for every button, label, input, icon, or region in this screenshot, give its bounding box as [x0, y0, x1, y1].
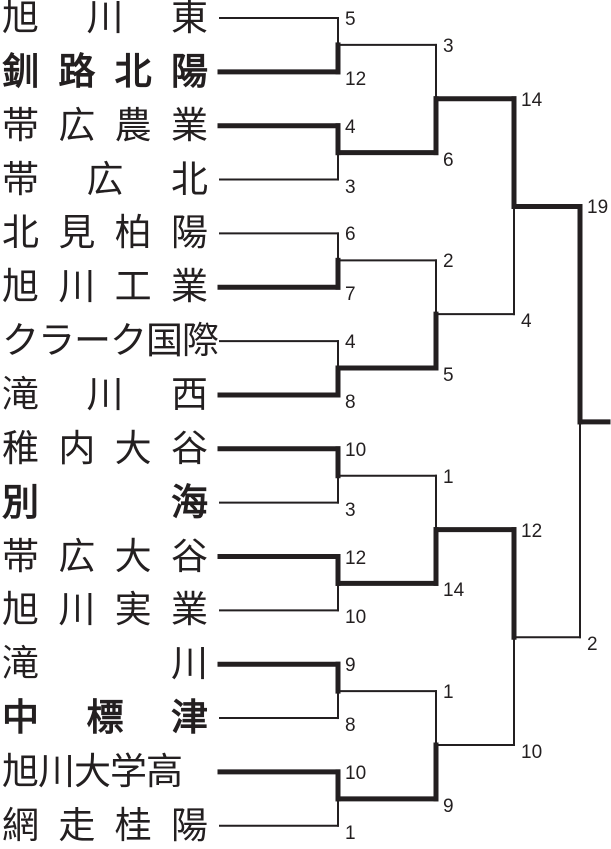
- score-bottom: 9: [443, 795, 454, 817]
- score-top: 10: [345, 439, 367, 461]
- score-bottom: 7: [345, 284, 356, 306]
- score-bottom: 4: [521, 311, 532, 333]
- score-bottom: 10: [521, 741, 543, 763]
- score-top: 19: [587, 197, 609, 219]
- score-top: 1: [443, 466, 454, 488]
- score-bottom: 14: [443, 580, 465, 602]
- team-name: 釧路北陽: [2, 49, 208, 93]
- score-top: 9: [345, 655, 356, 677]
- score-top: 5: [345, 9, 356, 30]
- team-name: クラーク国際: [2, 319, 219, 363]
- bracket-lines: [217, 17, 611, 827]
- score-bottom: 3: [345, 176, 356, 198]
- score-bottom: 12: [345, 68, 367, 90]
- score-bottom: 5: [443, 365, 454, 387]
- team-name: 旭川実業: [2, 588, 208, 632]
- score-bottom: 8: [345, 715, 356, 737]
- team-name: 滝川西: [2, 372, 208, 416]
- score-top: 4: [345, 116, 356, 138]
- team-name: 帯広北: [2, 157, 208, 201]
- score-top: 14: [521, 89, 543, 111]
- score-top: 12: [345, 547, 367, 569]
- score-bottom: 8: [345, 391, 356, 413]
- score-top: 1: [443, 682, 454, 704]
- score-bottom: 1: [345, 822, 356, 844]
- team-name: 旭川工業: [2, 265, 208, 309]
- team-name: 網走桂陽: [2, 803, 208, 847]
- score-bottom: 2: [587, 634, 598, 656]
- score-top: 4: [345, 332, 356, 354]
- team-name: 旭川大学高: [2, 749, 183, 793]
- score-top: 2: [443, 251, 454, 273]
- score-bottom: 10: [345, 607, 367, 629]
- score-bottom: 3: [345, 499, 356, 521]
- team-name: 帯広農業: [2, 103, 208, 147]
- team-name: 北見柏陽: [2, 211, 208, 255]
- score-top: 3: [443, 35, 454, 57]
- team-name: 滝川: [2, 642, 208, 686]
- score-bottom: 6: [443, 149, 454, 171]
- score-top: 10: [345, 762, 367, 784]
- team-name: 帯広大谷: [2, 534, 208, 578]
- team-name: 旭川東: [2, 0, 208, 39]
- team-name: 別海: [2, 480, 208, 524]
- team-name: 中標津: [2, 696, 208, 740]
- team-name: 稚内大谷: [2, 426, 208, 470]
- score-top: 12: [521, 520, 543, 542]
- score-top: 6: [345, 224, 356, 246]
